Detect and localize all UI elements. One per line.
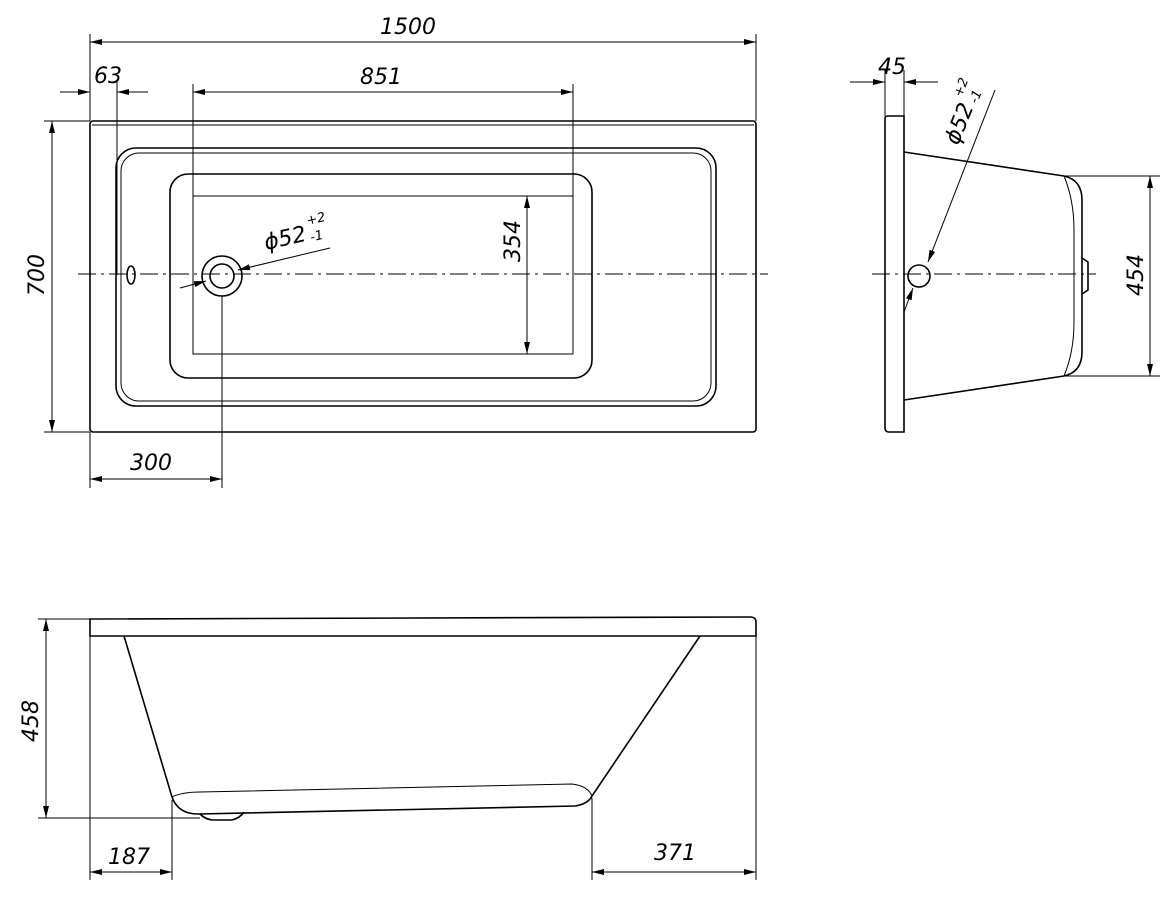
dim-total-length: 1500 [380, 15, 436, 40]
rim-inner-top [115, 147, 717, 407]
front-rim [89, 616, 757, 637]
svg-text:ϕ52: ϕ52 [262, 222, 309, 256]
end-rim-profile [884, 115, 905, 433]
drain-spec-end: ϕ52 +2 -1 [940, 76, 986, 148]
svg-text:-1: -1 [309, 228, 325, 246]
dim-bottom-right: 371 [654, 841, 696, 866]
dim-offset-left: 63 [94, 64, 122, 89]
drain-outer [201, 255, 243, 297]
dim-inner-length: 851 [360, 65, 402, 90]
top-view: 1500 63 851 700 354 300 ϕ52 +2 -1 [25, 15, 768, 488]
front-basin-bottom [171, 783, 593, 798]
dim-bottom-left: 187 [108, 845, 150, 870]
dim-width: 700 [25, 254, 50, 296]
dim-end-depth: 454 [1124, 254, 1149, 296]
end-view: 45 454 ϕ52 +2 -1 [850, 55, 1160, 433]
svg-text:-1: -1 [967, 88, 986, 106]
dim-inner-width: 354 [501, 220, 526, 262]
overflow-hole [126, 265, 136, 285]
front-view: 458 187 371 [19, 616, 757, 880]
end-drain-stub [1081, 257, 1089, 295]
dim-height: 458 [19, 700, 44, 742]
end-drain-hole [907, 264, 931, 288]
rim-inner-top-2 [120, 152, 712, 402]
svg-text:+2: +2 [951, 76, 972, 99]
front-drain [199, 811, 245, 821]
svg-text:ϕ52: ϕ52 [940, 99, 979, 148]
dim-rim-thickness: 45 [878, 55, 906, 80]
front-body-outline [123, 635, 701, 815]
drain-inner [209, 263, 235, 289]
end-basin-profile [903, 151, 1083, 401]
tub-outline-top [89, 120, 757, 433]
drain-spec-top: ϕ52 +2 -1 [262, 210, 327, 256]
dim-drain-offset: 300 [130, 451, 172, 476]
end-basin-inner [1063, 175, 1075, 377]
svg-text:+2: +2 [305, 210, 327, 229]
basin-bottom-top [169, 173, 593, 379]
basin-flat-top [192, 195, 574, 355]
